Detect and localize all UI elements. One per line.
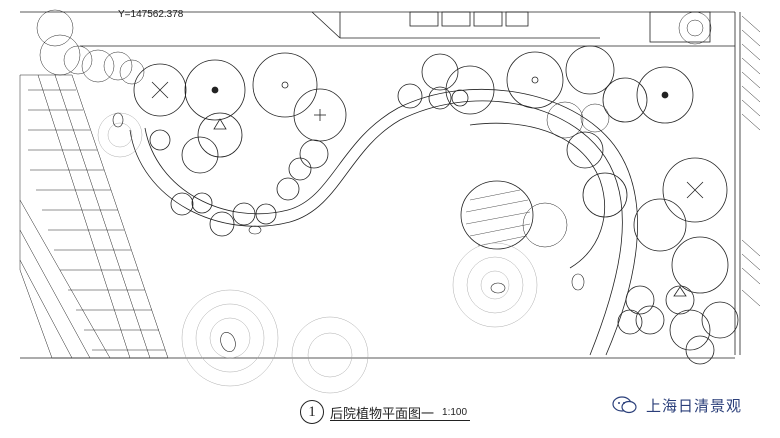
property-boundary (20, 11, 741, 359)
large-trees (133, 45, 729, 294)
drawing-caption: 1 后院植物平面图一 1:100 (300, 398, 470, 426)
drawing-number: 1 (300, 400, 324, 424)
paving-grid (19, 74, 169, 359)
drawing-title: 后院植物平面图一 (330, 406, 435, 422)
drawing-scale: 1:100 (442, 406, 468, 418)
shrubs (149, 53, 739, 365)
stepping-stones (112, 112, 585, 352)
oval-planter (460, 180, 534, 250)
brand-watermark: 上海日清景观 (612, 392, 742, 418)
lawn-ripples (97, 112, 538, 394)
wechat-icon (612, 396, 637, 414)
building-windows (409, 11, 711, 43)
outline-trees (36, 9, 712, 248)
brand-name: 上海日清景观 (646, 396, 743, 415)
caption-underline (330, 420, 470, 421)
curved-path (129, 88, 638, 356)
coordinate-label: Y=147562.378 (118, 9, 184, 20)
right-edge-hatch (741, 15, 761, 307)
